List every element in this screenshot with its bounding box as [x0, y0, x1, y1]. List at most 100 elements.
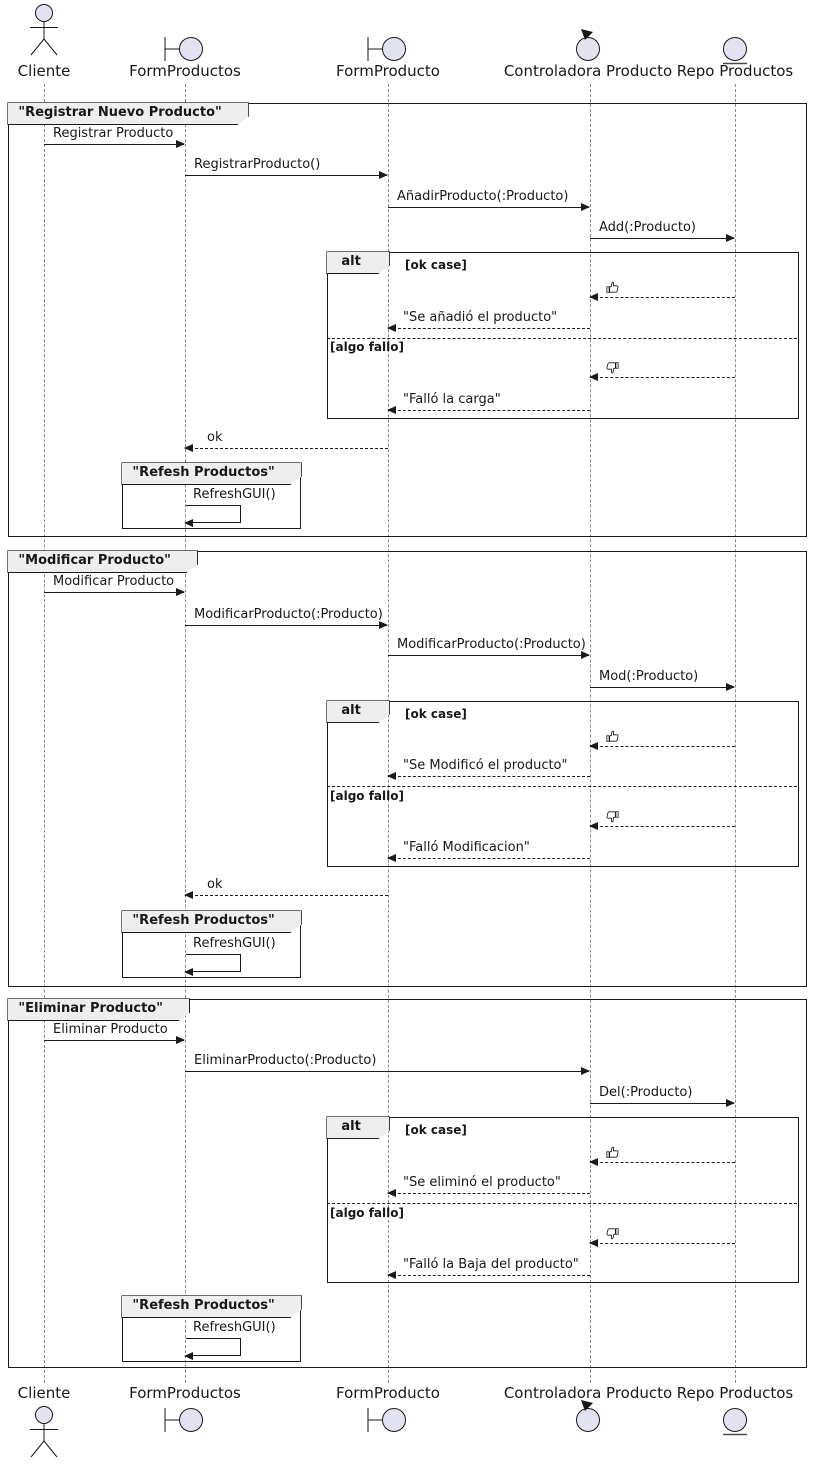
reply-arrow [589, 742, 735, 751]
message-label: "Se eliminó el producto" [403, 1175, 561, 1190]
alt-keyword: alt [326, 1116, 389, 1139]
reply-arrow [387, 406, 590, 415]
guard-fail: [algo fallo] [330, 340, 404, 354]
reply-arrow [387, 1189, 590, 1198]
message-arrow [44, 588, 185, 597]
actor-icon [24, 1405, 64, 1463]
frame-refresh: "Refesh Productos" [122, 911, 301, 978]
message-arrow [185, 1067, 590, 1076]
reply-arrow [387, 324, 590, 333]
participant-label: FormProductos [129, 62, 241, 80]
thumbs-down-icon [605, 1226, 620, 1241]
alt-keyword: alt [326, 251, 389, 274]
frame-title: "Refesh Productos" [121, 462, 301, 485]
message-label: ok [207, 430, 223, 445]
boundary-icon [162, 1402, 206, 1438]
message-arrow [44, 1036, 185, 1045]
thumbs-up-icon [605, 729, 620, 744]
message-label: "Se añadió el producto" [403, 310, 558, 325]
thumbs-down-icon [605, 360, 620, 375]
message-label: RefreshGUI() [193, 487, 276, 502]
frame-eliminar: "Eliminar Producto" [8, 999, 807, 1368]
message-label: Registrar Producto [53, 126, 174, 141]
lifeline-formproductos [185, 84, 186, 1383]
message-arrow [44, 140, 185, 149]
participant-label: FormProducto [336, 1384, 440, 1402]
frame-title: "Refesh Productos" [121, 910, 301, 933]
reply-arrow [589, 1239, 735, 1248]
participant-label: Repo Productos [676, 62, 794, 80]
reply-arrow [589, 1158, 735, 1167]
message-label: RegistrarProducto() [194, 157, 321, 172]
lifeline-controladora [590, 84, 591, 1383]
alt-keyword: alt [326, 700, 389, 723]
alt-fragment: alt [327, 1117, 799, 1283]
message-arrow [590, 234, 735, 243]
reply-arrow [589, 293, 735, 302]
reply-arrow [387, 772, 590, 781]
guard-fail: [algo fallo] [330, 1206, 404, 1220]
message-label: Del(:Producto) [599, 1085, 693, 1100]
lifeline-cliente [44, 84, 45, 1383]
message-label: EliminarProducto(:Producto) [194, 1053, 377, 1068]
alt-fragment: alt [327, 252, 799, 419]
message-label: Modificar Producto [53, 574, 175, 589]
message-arrow [590, 1099, 735, 1108]
actor-icon [24, 3, 64, 61]
message-label: ModificarProducto(:Producto) [397, 637, 586, 652]
message-label: "Falló Modificacion" [403, 840, 530, 855]
boundary-icon [365, 1402, 409, 1438]
message-label: AñadirProducto(:Producto) [397, 189, 569, 204]
boundary-icon [365, 31, 409, 67]
frame-title: "Registrar Nuevo Producto" [7, 102, 248, 125]
message-label: "Falló la Baja del producto" [403, 1257, 579, 1272]
entity-icon [716, 1404, 754, 1440]
thumbs-up-icon [605, 280, 620, 295]
message-label: Add(:Producto) [599, 220, 697, 235]
guard-ok: [ok case] [405, 1123, 467, 1137]
self-message-arrow [184, 505, 241, 527]
message-arrow [388, 203, 590, 212]
participant-label: Cliente [17, 62, 71, 80]
boundary-icon [162, 31, 206, 67]
alt-divider [327, 338, 797, 339]
entity-icon [716, 33, 754, 69]
message-label: ok [207, 877, 223, 892]
message-label: Eliminar Producto [53, 1022, 168, 1037]
reply-arrow [184, 891, 388, 900]
alt-divider [327, 1203, 797, 1204]
participant-label: Controladora Producto [503, 62, 673, 80]
reply-arrow [184, 444, 388, 453]
reply-arrow [387, 854, 590, 863]
participant-label: FormProductos [129, 1384, 241, 1402]
frame-registrar: "Registrar Nuevo Producto" [8, 103, 807, 537]
thumbs-up-icon [605, 1145, 620, 1160]
lifeline-repo [735, 84, 736, 1383]
frame-title: "Eliminar Producto" [7, 998, 190, 1021]
control-icon [569, 1396, 607, 1434]
guard-ok: [ok case] [405, 258, 467, 272]
control-icon [569, 25, 607, 63]
reply-arrow [589, 822, 735, 831]
participant-label: Cliente [17, 1384, 71, 1402]
frame-title: "Modificar Producto" [7, 550, 198, 573]
message-label: "Falló la carga" [403, 392, 501, 407]
reply-arrow [387, 1271, 590, 1280]
guard-fail: [algo fallo] [330, 789, 404, 803]
frame-refresh: "Refesh Productos" [122, 463, 301, 529]
frame-modificar: "Modificar Producto" [8, 551, 807, 987]
frame-title: "Refesh Productos" [121, 1295, 301, 1318]
message-arrow [388, 651, 590, 660]
message-label: "Se Modificó el producto" [403, 758, 568, 773]
message-label: RefreshGUI() [193, 936, 276, 951]
frame-refresh: "Refesh Productos" [122, 1296, 301, 1362]
self-message-arrow [184, 954, 241, 976]
message-label: RefreshGUI() [193, 1320, 276, 1335]
guard-ok: [ok case] [405, 707, 467, 721]
message-arrow [590, 683, 735, 692]
participant-label: Controladora Producto [503, 1384, 673, 1402]
lifeline-formproducto [388, 84, 389, 1383]
alt-fragment: alt [327, 701, 799, 867]
message-arrow [185, 171, 388, 180]
